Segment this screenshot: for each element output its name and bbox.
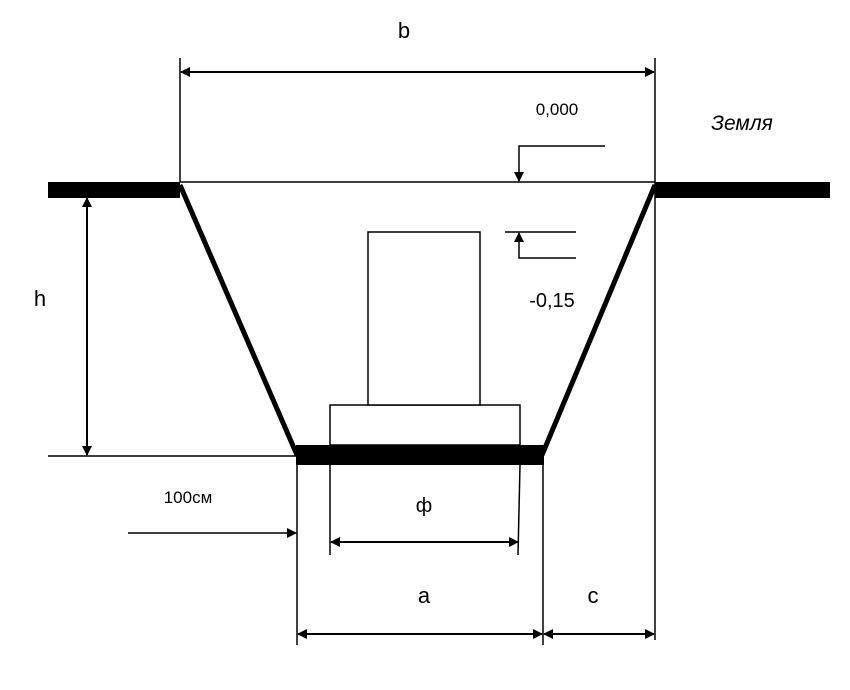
a-label: a — [418, 583, 431, 608]
pit-slope-left — [177, 184, 300, 456]
minus-level-label: -0,15 — [529, 290, 575, 312]
zero-level-marker — [514, 145, 605, 182]
foundation-column — [367, 231, 481, 406]
pit-bottom — [296, 445, 544, 465]
offset-100-label: 100см — [164, 488, 213, 507]
minus-level-marker — [514, 232, 576, 259]
c-label: c — [588, 583, 599, 608]
phi-ext-right — [517, 464, 521, 556]
zero-level-label: 0,000 — [536, 100, 579, 119]
ground-label: Земля — [711, 112, 773, 135]
phi-label: ф — [416, 495, 432, 517]
h-label: h — [34, 286, 46, 311]
b-label: b — [398, 18, 410, 43]
foundation-footing — [329, 404, 521, 446]
pit-slope-right — [539, 184, 658, 456]
